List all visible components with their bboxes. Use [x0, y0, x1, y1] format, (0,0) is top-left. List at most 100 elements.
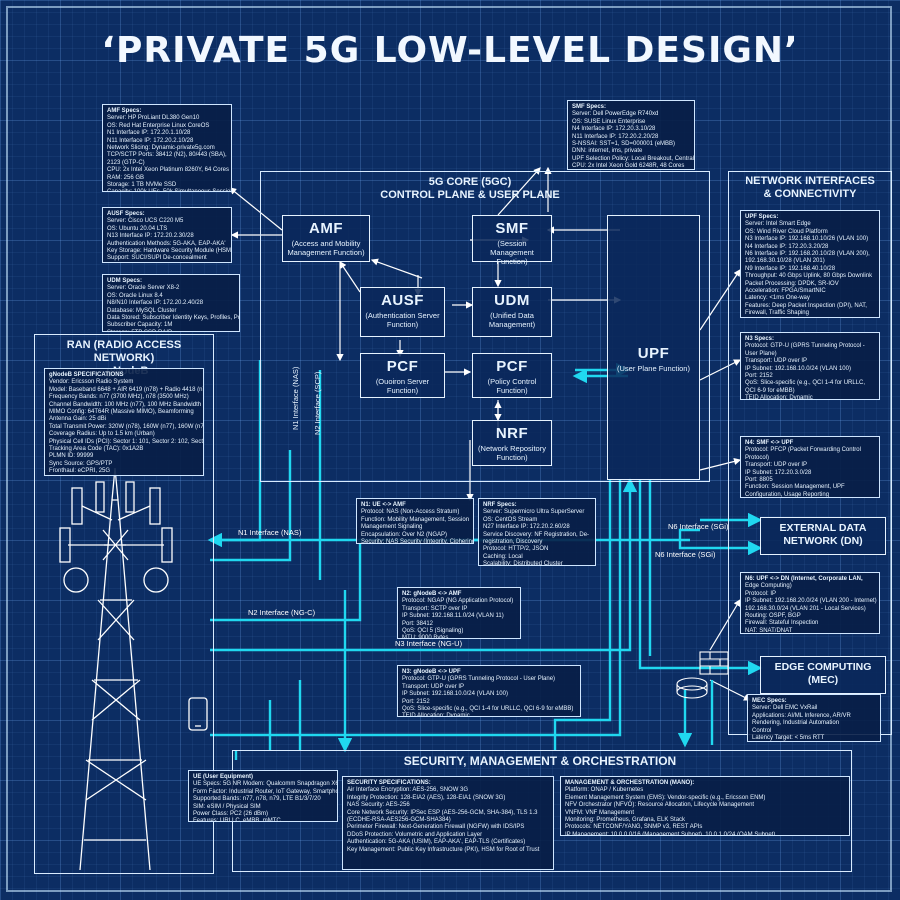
- core-container: [260, 171, 710, 482]
- spec-line: N1 Interface IP: 172.20.1.10/28: [107, 130, 191, 137]
- spec-line: (ECDHE-RSA-AES256-GCM-SHA384): [347, 817, 451, 824]
- n6-label-a: N6 Interface (SGi): [668, 522, 729, 531]
- spec-line: Protocol: HTTP/2, JSON: [483, 546, 549, 553]
- spec-line: 192.168.30.0/24 (VLAN 201 - Local Servic…: [745, 605, 866, 612]
- spec-line: Protocol: GTP-U (GPRS Tunneling Protocol…: [402, 676, 556, 683]
- pcf-policy-desc: (Policy Control Function): [487, 377, 537, 395]
- spec-line: Server: Intel Smart Edge: [745, 221, 811, 228]
- spec-line: TEID Allocation: Dynamic: [402, 713, 470, 717]
- spec-line: Protocol: IP: [745, 590, 777, 597]
- spec-line: Frequency Bands: n77 (3700 MHz), n78 (35…: [49, 394, 189, 401]
- core-title-line1: 5G CORE (5GC): [428, 176, 512, 188]
- spec-line: QoS: QCI 5 (Signaling): [402, 628, 464, 635]
- netif-title-line1: NETWORK INTERFACES: [745, 175, 875, 187]
- spec-heading: N4: SMF <-> UPF: [745, 440, 794, 446]
- spec-line: Port: 2152: [402, 698, 430, 705]
- udm-node[interactable]: UDM (Unified Data Management): [472, 287, 552, 337]
- pcf-oauth-node[interactable]: PCF (Ouoiron Server Function): [360, 353, 445, 398]
- spec-line: Port: 8805: [745, 477, 773, 484]
- security-spec-box: SECURITY SPECIFICATIONS:Air Interface En…: [342, 776, 554, 870]
- mec-line2: (MEC): [807, 674, 839, 686]
- spec-line: registration, Discovery: [483, 539, 543, 546]
- spec-line: Authentication: 5G-AKA (USIM), EAP-AKA',…: [347, 839, 526, 846]
- spec-heading: N3 Specs:: [745, 336, 775, 342]
- spec-line: CPU: 2x Intel Xeon Platinum 8260Y, 64 Co…: [107, 167, 229, 174]
- spec-heading: N3: gNodeB <-> UPF: [402, 669, 461, 675]
- spec-line: Protocol: NAS (Non-Access Stratum): [361, 509, 460, 516]
- spec-line: Function: Mobility Management, Session: [361, 516, 470, 523]
- spec-line: QoS: Slice-specific (e.g., QCI 1-4 for U…: [745, 380, 866, 387]
- smf-node[interactable]: SMF (Session Management Function): [472, 215, 552, 266]
- spec-line: TEID Allocation: Dynamic: [745, 395, 813, 400]
- spec-line: Latency Target: < 5ms RTT: [752, 735, 825, 742]
- spec-line: OS: Ubuntu 20.04 LTS: [107, 225, 168, 232]
- n6-label-b: N6 Interface (SGi): [655, 550, 716, 559]
- spec-line: Security: NAS Security (Integrity, Ciphe…: [361, 539, 474, 544]
- pcf-policy-node[interactable]: PCF (Policy Control Function): [472, 353, 552, 398]
- spec-line: UPF Selection Policy: Local Breakout, Ce…: [572, 155, 695, 162]
- spec-line: Tracking Area Code (TAC): 0x1A2B: [49, 446, 144, 453]
- spec-line: Transport: UDP over IP: [745, 358, 808, 365]
- udm-label: UDM: [494, 292, 530, 309]
- spec-line: N4 Interface IP: 172.20.3.20/28: [745, 243, 829, 250]
- ausf-label: AUSF: [381, 292, 424, 309]
- upf-label: UPF: [637, 345, 670, 362]
- spec-line: Firewall: Stateful Inspection: [745, 620, 819, 627]
- spec-line: Antenna Gain: 25 dBi: [49, 416, 107, 423]
- amf-spec-box: AMF Specs:Server: HP ProLiant DL380 Gen1…: [102, 104, 232, 192]
- spec-line: MIMO Config: 64T64R (Massive MIMO), Beam…: [49, 409, 194, 416]
- spec-line: Channel Bandwidth: 100 MHz (n77), 100 MH…: [49, 401, 202, 408]
- spec-line: Perimeter Firewall: Next-Generation Fire…: [347, 824, 525, 831]
- amf-node[interactable]: AMF (Access and Mobility Management Func…: [282, 215, 370, 262]
- spec-line: Management Signaling: [361, 524, 423, 531]
- spec-line: Rendering, Industrial Automation: [752, 720, 840, 727]
- spec-heading: N6: UPF <-> DN (Internet, Corporate LAN,: [745, 576, 863, 582]
- n6-spec-box: N6: UPF <-> DN (Internet, Corporate LAN,…: [740, 572, 880, 634]
- spec-line: Supported Bands: n77, n78, n79, LTE B1/3…: [193, 796, 321, 803]
- cell-tower-icon: [59, 467, 173, 871]
- spec-line: OS: Red Hat Enterprise Linux CoreOS: [107, 122, 210, 129]
- spec-line: OS: CentOS Stream: [483, 516, 538, 523]
- spec-line: N27 Interface IP: 172.20.2.60/28: [483, 524, 570, 531]
- spec-heading: MEC Specs:: [752, 698, 787, 704]
- spec-line: Storage: 1 TB NVMe SSD: [107, 182, 177, 189]
- spec-heading: MANAGEMENT & ORCHESTRATION (MANO):: [565, 780, 695, 786]
- spec-line: Scalability: Distributed Cluster: [483, 561, 563, 566]
- spec-line: Port: 2152: [745, 373, 773, 380]
- spec-line: QCI 6-9 for eMBB): [745, 387, 795, 394]
- n1-label: N1 Interface (NAS): [238, 528, 302, 537]
- n3-spec-box: N3 Specs:Protocol: GTP-U (GPRS Tunneling…: [740, 332, 880, 400]
- spec-line: Integrity Protection: 128-EIA2 (AES), 12…: [347, 794, 506, 801]
- spec-line: Features: URLLC, eMBB, mMTC: [193, 818, 281, 822]
- mec-line1: EDGE COMPUTING: [774, 661, 872, 673]
- netif-title-line2: & CONNECTIVITY: [763, 188, 857, 200]
- spec-line: Packet Processing: DPDK, SR-IOV: [745, 280, 839, 287]
- spec-line: Sync Source: GPS/PTP: [49, 460, 113, 467]
- nrf-node[interactable]: NRF (Network Repository Function): [472, 420, 552, 466]
- core-title: 5G CORE (5GC) CONTROL PLANE & USER PLANE: [330, 176, 610, 202]
- ue-spec-box: UE (User Equipment)UE Specs: 5G NR Modem…: [188, 770, 338, 822]
- spec-line: Routing: OSPF, BGP: [745, 613, 801, 620]
- core-title-line2: CONTROL PLANE & USER PLANE: [380, 189, 560, 201]
- spec-line: Transport: SCTP over IP: [402, 605, 468, 612]
- netif-title: NETWORK INTERFACES & CONNECTIVITY: [730, 175, 890, 201]
- spec-heading: gNodeB SPECIFICATIONS: [49, 372, 124, 378]
- spec-line: Capacity: 100k UEs, 50k Simultaneous Ses…: [107, 189, 231, 191]
- spec-heading: UDM Specs:: [107, 278, 143, 284]
- spec-line: Total Transmit Power: 320W (n78), 160W (…: [49, 423, 204, 430]
- upf-node[interactable]: UPF (User Plane Function): [607, 215, 700, 480]
- external-dn-box[interactable]: EXTERNAL DATA NETWORK (DN): [760, 517, 886, 555]
- spec-line: Control: [752, 727, 772, 734]
- ausf-node[interactable]: AUSF (Authentication Server Function): [360, 287, 445, 337]
- spec-line: IP Subnet: 192.168.11.0/24 (VLAN 11): [402, 613, 504, 620]
- spec-line: Encapsulation: Over N2 (NGAP): [361, 531, 448, 538]
- spec-line: N6 Interface IP: 192.168.20.10/28 (VLAN …: [745, 251, 870, 258]
- firewall-icon: [699, 651, 729, 675]
- mec-box[interactable]: EDGE COMPUTING (MEC): [760, 656, 886, 694]
- spec-line: IP Management: 10.0.0.0/16 (Management S…: [565, 831, 776, 836]
- spec-line: Function: Session Management, UPF: [745, 484, 845, 491]
- spec-heading: SMF Specs:: [572, 104, 607, 110]
